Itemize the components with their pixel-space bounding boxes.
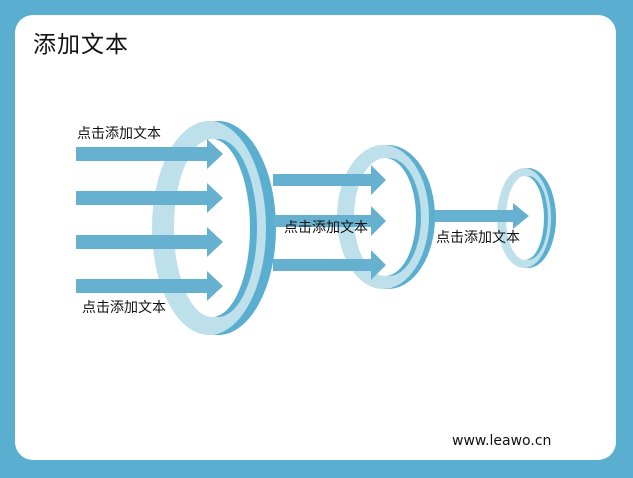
arrow-6	[273, 206, 386, 236]
stage3-label[interactable]: 点击添加文本	[436, 230, 520, 246]
arrow-5	[273, 165, 386, 195]
slide: 添加文本	[15, 15, 616, 460]
stage1-bottom-label[interactable]: 点击添加文本	[82, 300, 166, 316]
arrow-8	[434, 203, 529, 229]
stage1-arrows	[76, 139, 223, 301]
stage2-label[interactable]: 点击添加文本	[284, 220, 368, 236]
arrow-4	[76, 271, 223, 301]
stage2-arrows	[273, 165, 386, 280]
slide-title: 添加文本	[33, 32, 129, 58]
ring-small	[497, 168, 556, 268]
arrow-7	[273, 250, 386, 280]
funnel-diagram	[76, 121, 556, 335]
stage1-top-label[interactable]: 点击添加文本	[77, 126, 161, 142]
watermark: www.leawo.cn	[452, 433, 552, 449]
arrow-3	[76, 227, 223, 257]
arrow-1	[76, 139, 223, 169]
arrow-2	[76, 183, 223, 213]
